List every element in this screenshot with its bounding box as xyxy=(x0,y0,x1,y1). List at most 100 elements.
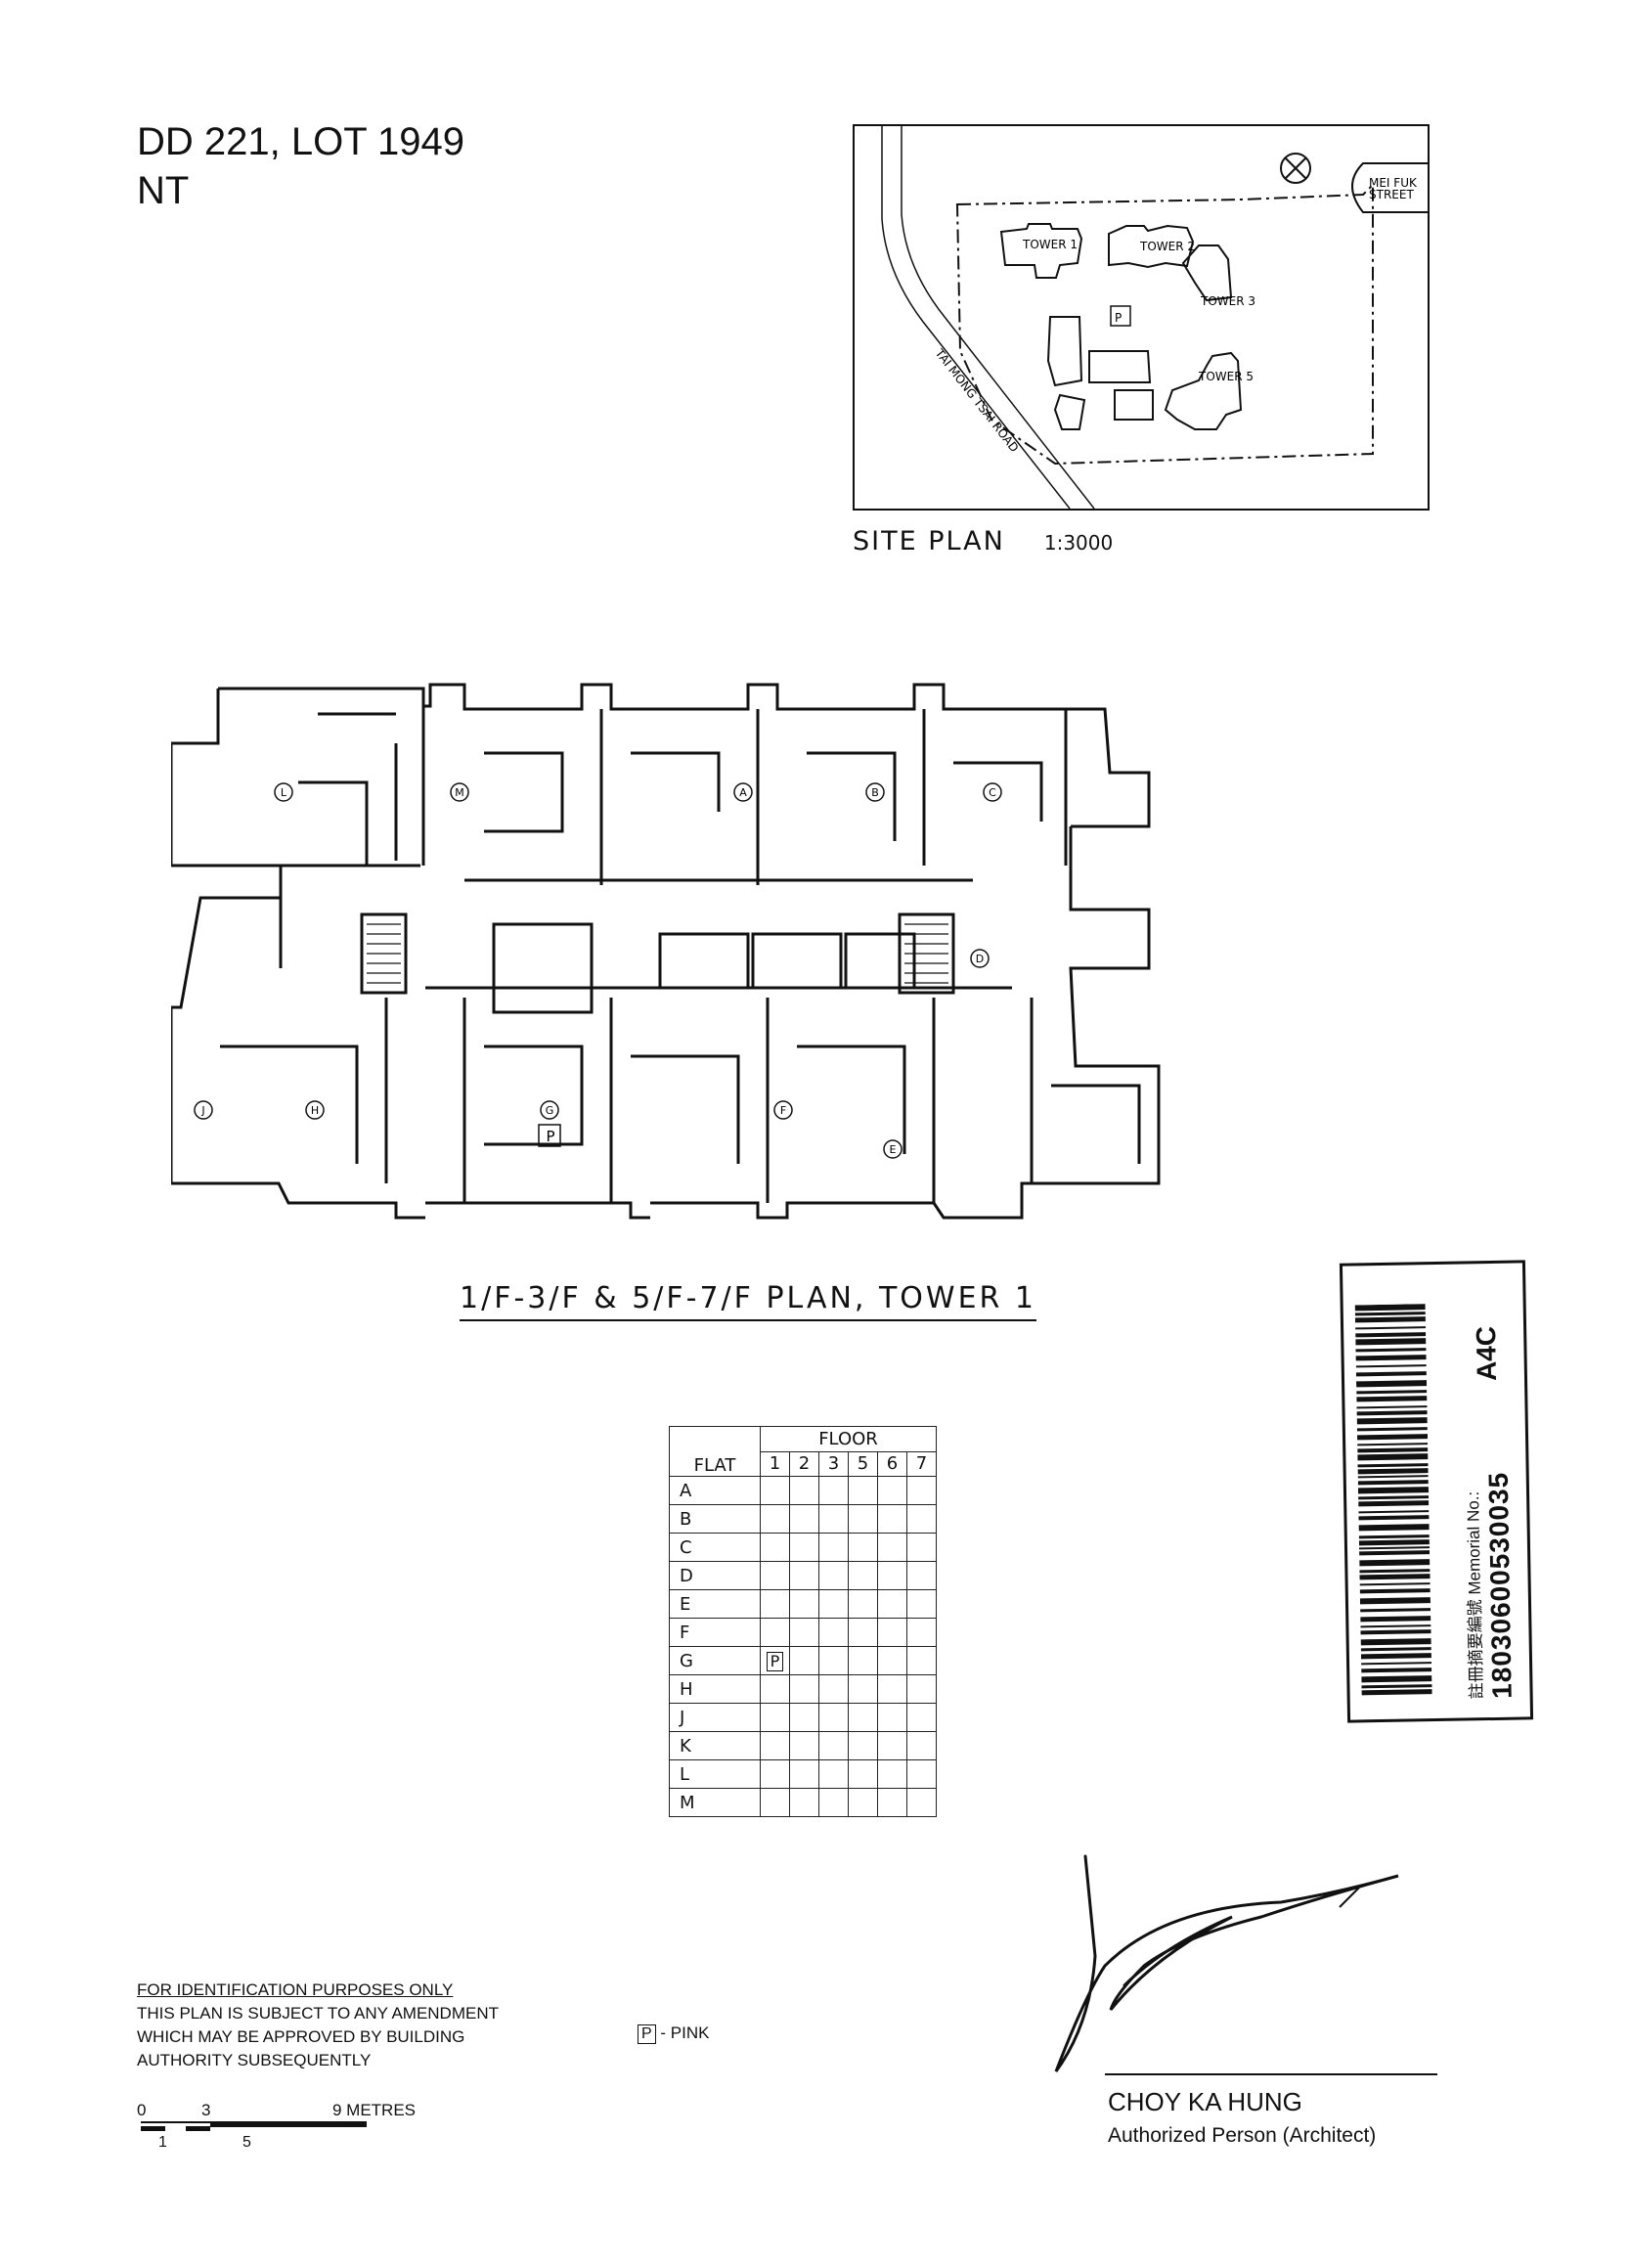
floor-number-2: 2 xyxy=(789,1450,819,1477)
note-line-4: AUTHORITY SUBSEQUENTLY xyxy=(137,2051,372,2069)
tower-5-label: TOWER 5 xyxy=(1198,370,1254,383)
street-label-1: MEI FUK xyxy=(1369,176,1418,190)
matrix-cell xyxy=(818,1618,849,1647)
barcode-bar xyxy=(1356,1405,1428,1409)
matrix-cell xyxy=(789,1533,819,1562)
signatory-name: CHOY KA HUNG xyxy=(1108,2087,1302,2116)
barcode-bar xyxy=(1360,1653,1431,1660)
svg-text:L: L xyxy=(281,786,287,799)
matrix-cell xyxy=(760,1731,790,1760)
matrix-cell xyxy=(877,1561,907,1590)
matrix-row-B: B xyxy=(669,1504,937,1534)
scale-1: 1 xyxy=(158,2134,167,2151)
flat-marker-L: L xyxy=(274,782,293,802)
memorial-text: 註冊摘要編號 Memorial No.: 18030600530035 xyxy=(1459,1472,1519,1700)
barcode-bar xyxy=(1360,1608,1431,1613)
barcode-bar xyxy=(1360,1647,1431,1652)
barcode-bar xyxy=(1354,1312,1426,1316)
lot-line-2: NT xyxy=(137,169,190,212)
matrix-cell xyxy=(760,1618,790,1647)
matrix-cell xyxy=(789,1788,819,1817)
barcode-bar xyxy=(1359,1550,1431,1556)
flat-label-B: B xyxy=(669,1504,761,1534)
barcode-bar xyxy=(1358,1510,1430,1514)
matrix-cell xyxy=(877,1589,907,1619)
barcode-bar xyxy=(1360,1616,1431,1623)
matrix-row-C: C xyxy=(669,1533,937,1562)
matrix-cell xyxy=(906,1759,937,1789)
barcode-bar xyxy=(1355,1355,1427,1361)
matrix-cell xyxy=(906,1561,937,1590)
matrix-cell xyxy=(789,1674,819,1704)
svg-text:J: J xyxy=(200,1104,204,1117)
matrix-cell xyxy=(789,1646,819,1675)
barcode-bar xyxy=(1354,1304,1426,1312)
tower-3-label: TOWER 3 xyxy=(1200,294,1255,308)
floor-number-7: 7 xyxy=(906,1450,937,1477)
barcode-bar xyxy=(1357,1453,1429,1461)
barcode-bar xyxy=(1357,1475,1429,1479)
site-boundary xyxy=(955,182,1374,466)
barcode-bar xyxy=(1359,1559,1431,1567)
svg-text:M: M xyxy=(455,786,464,799)
street-bubble: MEI FUK STREET xyxy=(1351,162,1428,213)
flat-marker-M: M xyxy=(450,782,469,802)
note-line-2: THIS PLAN IS SUBJECT TO ANY AMENDMENT xyxy=(137,2004,499,2023)
barcode-bar xyxy=(1356,1396,1428,1402)
flat-markers: LMABCKDJHGFEP xyxy=(194,782,1002,1159)
street-label-2: STREET xyxy=(1369,188,1414,201)
matrix-row-A: A xyxy=(669,1476,937,1505)
svg-text:A: A xyxy=(739,786,747,799)
site-marker: P xyxy=(1115,311,1122,325)
matrix-cell xyxy=(877,1731,907,1760)
legend-text: - PINK xyxy=(660,2023,710,2042)
matrix-cell xyxy=(818,1674,849,1704)
matrix-cell xyxy=(906,1589,937,1619)
flat-marker-C: C xyxy=(983,782,1002,802)
matrix-cell xyxy=(789,1561,819,1590)
note-line-3: WHICH MAY BE APPROVED BY BUILDING xyxy=(137,2027,465,2046)
flat-marker-A: A xyxy=(733,782,753,802)
matrix-cell xyxy=(760,1504,790,1534)
svg-text:F: F xyxy=(780,1104,786,1117)
site-plan-drawing: TAI MONG TSAI ROAD MEI FUK STREET TOWER … xyxy=(881,126,1428,510)
tower-2-label: TOWER 2 xyxy=(1139,240,1195,253)
matrix-cell xyxy=(848,1703,878,1732)
scale-3: 3 xyxy=(201,2101,211,2119)
matrix-cell xyxy=(848,1646,878,1675)
floor-plan: LMABCKDJHGFEP xyxy=(171,683,1161,1220)
legend-box: P xyxy=(638,2024,656,2044)
matrix-cell xyxy=(906,1703,937,1732)
matrix-cell xyxy=(818,1788,849,1817)
barcode-bar xyxy=(1357,1487,1430,1494)
matrix-cell xyxy=(848,1788,878,1817)
matrix-cell xyxy=(877,1646,907,1675)
barcode-bar xyxy=(1359,1582,1431,1586)
barcode-bar xyxy=(1358,1500,1430,1507)
matrix-cell xyxy=(848,1759,878,1789)
matrix-cell xyxy=(906,1618,937,1647)
matrix-cell xyxy=(789,1759,819,1789)
flat-label-C: C xyxy=(669,1533,761,1562)
matrix-cell xyxy=(760,1533,790,1562)
note-line-1: FOR IDENTIFICATION PURPOSES ONLY xyxy=(137,1980,454,1999)
flat-marker-E: E xyxy=(883,1139,903,1159)
tower-outlines xyxy=(999,223,1243,430)
svg-text:G: G xyxy=(546,1104,554,1117)
matrix-cell xyxy=(848,1476,878,1505)
matrix-row-D: D xyxy=(669,1561,937,1590)
signature-line xyxy=(1105,2073,1437,2075)
matrix-cell xyxy=(848,1618,878,1647)
matrix-cell xyxy=(906,1646,937,1675)
matrix-cell xyxy=(818,1504,849,1534)
barcode-bar xyxy=(1358,1539,1430,1546)
flat-label-L: L xyxy=(669,1759,761,1789)
lot-line-1: DD 221, LOT 1949 xyxy=(137,120,465,163)
floor-number-1: 1 xyxy=(760,1450,790,1477)
barcode-bar xyxy=(1358,1515,1430,1521)
barcode-bar xyxy=(1359,1574,1431,1580)
plan-marker: P xyxy=(538,1124,561,1147)
matrix-cell xyxy=(848,1674,878,1704)
